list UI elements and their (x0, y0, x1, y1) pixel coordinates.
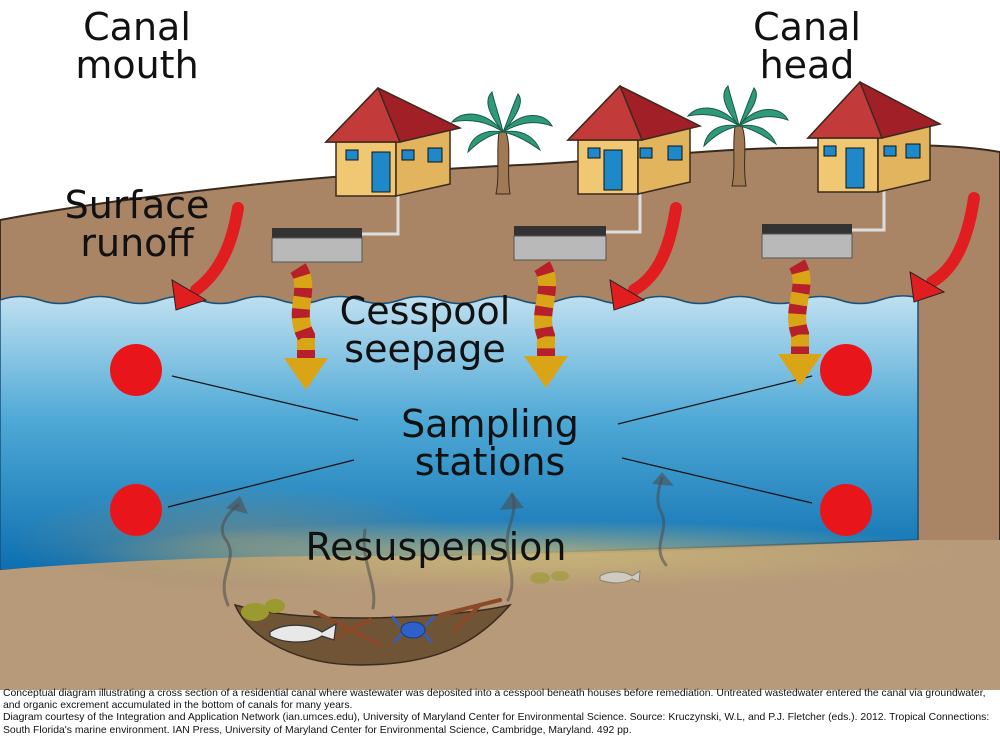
seepage-arrow-2 (524, 261, 568, 388)
sampling-station-head-upper (820, 344, 872, 396)
canal-head-label-line1: Canal (753, 5, 861, 49)
runoff-arrow-3 (909, 192, 980, 303)
canal-mouth-label-line1: Canal (83, 5, 191, 49)
house-1 (324, 86, 463, 197)
small-fish-icon (599, 570, 641, 584)
organic-pit (233, 603, 513, 666)
surface-runoff-label-line1: Surface (64, 183, 210, 227)
sampling-stations-label-line1: Sampling (401, 402, 579, 446)
house-2 (566, 84, 703, 195)
drain-pipes (362, 190, 886, 236)
canal-head-label-line2: head (759, 43, 855, 87)
runoff-arrow-1 (171, 202, 244, 311)
debris-sticks (313, 598, 502, 647)
surface-runoff-label-line2: runoff (80, 221, 194, 265)
sampling-station-mouth-lower (110, 484, 162, 536)
crab-icon (391, 615, 435, 643)
resuspension-arrows (220, 476, 668, 610)
seepage-arrow-3 (778, 259, 822, 386)
sampling-station-head-lower (820, 484, 872, 536)
canal-cross-section (0, 80, 1000, 690)
sediment-cloud-band (80, 520, 960, 590)
cesspool-3 (761, 224, 853, 259)
caption-description: Conceptual diagram illustrating a cross … (3, 688, 986, 712)
runoff-arrow-2 (609, 202, 682, 311)
palm-tree-2 (686, 85, 790, 187)
sampling-station-mouth-upper (110, 344, 162, 396)
palm-tree-1 (450, 91, 554, 195)
resuspension-label: Resuspension (305, 525, 567, 569)
cesspool-1 (271, 228, 363, 263)
station-connector-lines (167, 375, 813, 508)
cesspool-2 (513, 226, 607, 261)
dead-fish-icon (269, 622, 337, 643)
resuspension-arrowheads (226, 472, 674, 514)
caption-credit: Diagram courtesy of the Integration and … (3, 712, 990, 736)
canal-head-label: Canal head (732, 8, 882, 84)
cesspool-seepage-label-line1: Cesspool (339, 289, 511, 333)
house-3 (806, 80, 943, 193)
canal-mouth-label: Canal mouth (62, 8, 212, 84)
cesspool-seepage-label-line2: seepage (344, 327, 506, 371)
sampling-stations-label: Sampling stations (380, 405, 600, 481)
debris-lumps (241, 571, 569, 621)
canal-mouth-label-line2: mouth (75, 43, 199, 87)
sampling-stations-label-line2: stations (414, 440, 566, 484)
cesspool-seepage-label: Cesspool seepage (320, 292, 530, 368)
figure-caption: Conceptual diagram illustrating a cross … (3, 688, 997, 737)
seepage-arrow-1 (284, 263, 328, 390)
surface-runoff-label: Surface runoff (52, 186, 222, 262)
